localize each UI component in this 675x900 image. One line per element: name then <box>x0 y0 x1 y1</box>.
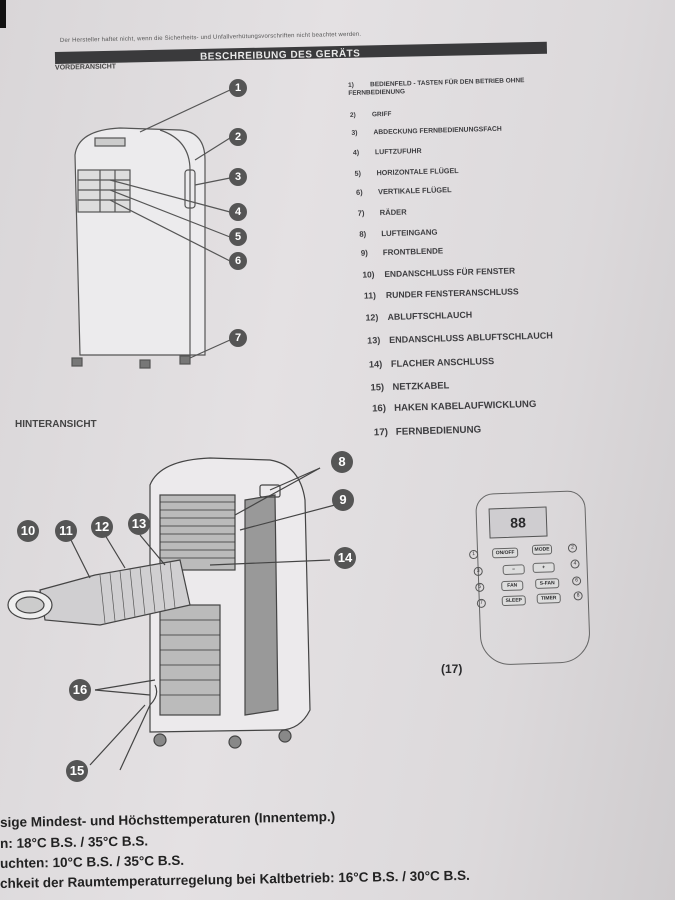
callout-9: 9 <box>332 489 354 511</box>
footer-line: uchten: 10°C B.S. / 35°C B.S. <box>0 852 185 871</box>
list-item: 4)LUFTZUFUHR <box>352 147 422 157</box>
list-item: 3)ABDECKUNG FERNBEDIENUNGSFACH <box>351 125 502 137</box>
remote-callout: 4 <box>570 559 580 569</box>
remote-callout: 8 <box>573 591 583 601</box>
list-item: 10)ENDANSCHLUSS FÜR FENSTER <box>362 265 516 280</box>
list-item: 12)ABLUFTSCHLAUCH <box>365 309 473 323</box>
footer-line: sige Mindest- und Höchsttemperaturen (In… <box>0 809 336 830</box>
liability-notice: Der Hersteller haftet nicht, wenn die Si… <box>59 31 362 44</box>
list-item: 1)BEDIENFELD - TASTEN FÜR DEN BETRIEB OH… <box>348 77 525 97</box>
list-item: 9)FRONTBLENDE <box>360 246 444 258</box>
remote-timer-button: TIMER <box>536 593 561 604</box>
remote-control: 88 ON/OFF MODE − + FAN S-FAN SLEEP TIMER… <box>468 490 591 666</box>
parts-list: 1)BEDIENFELD - TASTEN FÜR DEN BETRIEB OH… <box>348 75 608 438</box>
list-item: 6)VERTIKALE FLÜGEL <box>355 185 452 197</box>
callout-4: 4 <box>229 203 247 221</box>
remote-callout: 7 <box>476 598 487 608</box>
list-item: 16)HAKEN KABELAUFWICKLUNG <box>371 398 537 415</box>
remote-minus-button: − <box>502 564 525 576</box>
callout-15: 15 <box>66 760 88 782</box>
list-item: 14)FLACHER ANSCHLUSS <box>368 356 495 370</box>
list-item: 2)GRIFF <box>349 110 392 119</box>
callout-3: 3 <box>229 168 247 186</box>
callout-6: 6 <box>229 252 247 270</box>
list-item: 8)LUFTEINGANG <box>359 227 438 239</box>
remote-onoff-button: ON/OFF <box>491 547 519 559</box>
page-edge-mark <box>0 0 6 28</box>
callout-13: 13 <box>128 513 150 535</box>
callout-11: 11 <box>55 520 77 542</box>
list-item: 11)RUNDER FENSTERANSCHLUSS <box>363 286 519 301</box>
list-item: 15)NETZKABEL <box>370 379 450 393</box>
list-item: 17)FERNBEDIENUNG <box>373 424 482 439</box>
callout-7: 7 <box>229 329 247 347</box>
remote-callout: 1 <box>468 549 479 560</box>
remote-display: 88 <box>488 506 548 539</box>
callout-2: 2 <box>229 128 247 146</box>
list-item: 7)RÄDER <box>357 207 407 218</box>
callout-8: 8 <box>331 451 353 473</box>
footer-line: chkeit der Raumtemperaturregelung bei Ka… <box>0 867 470 891</box>
callout-12: 12 <box>91 516 113 538</box>
section-title: BESCHREIBUNG DES GERÄTS <box>199 48 361 63</box>
list-item: 13)ENDANSCHLUSS ABLUFTSCHLAUCH <box>367 330 553 346</box>
footer-line: n: 18°C B.S. / 35°C B.S. <box>0 833 149 851</box>
remote-callout: 2 <box>567 543 578 553</box>
callout-5: 5 <box>229 228 247 246</box>
remote-sleep-button: SLEEP <box>501 595 526 607</box>
callout-14: 14 <box>334 547 356 569</box>
remote-callout: 3 <box>473 566 483 577</box>
remote-mode-button: MODE <box>531 544 553 556</box>
remote-fan-button: FAN <box>501 580 524 592</box>
remote-callout: 5 <box>475 582 485 593</box>
front-view-drawing <box>71 89 231 369</box>
rear-view-label: HINTERANSICHT <box>15 419 97 430</box>
callout-10: 10 <box>17 520 39 542</box>
callout-1: 1 <box>229 79 247 97</box>
remote-plus-button: + <box>532 562 555 574</box>
remote-label: (17) <box>441 662 463 676</box>
remote-callout: 6 <box>571 576 582 586</box>
remote-sfan-button: S-FAN <box>535 578 560 589</box>
rear-view-drawing <box>7 457 336 771</box>
list-item: 5)HORIZONTALE FLÜGEL <box>354 165 459 178</box>
callout-16: 16 <box>69 679 91 701</box>
